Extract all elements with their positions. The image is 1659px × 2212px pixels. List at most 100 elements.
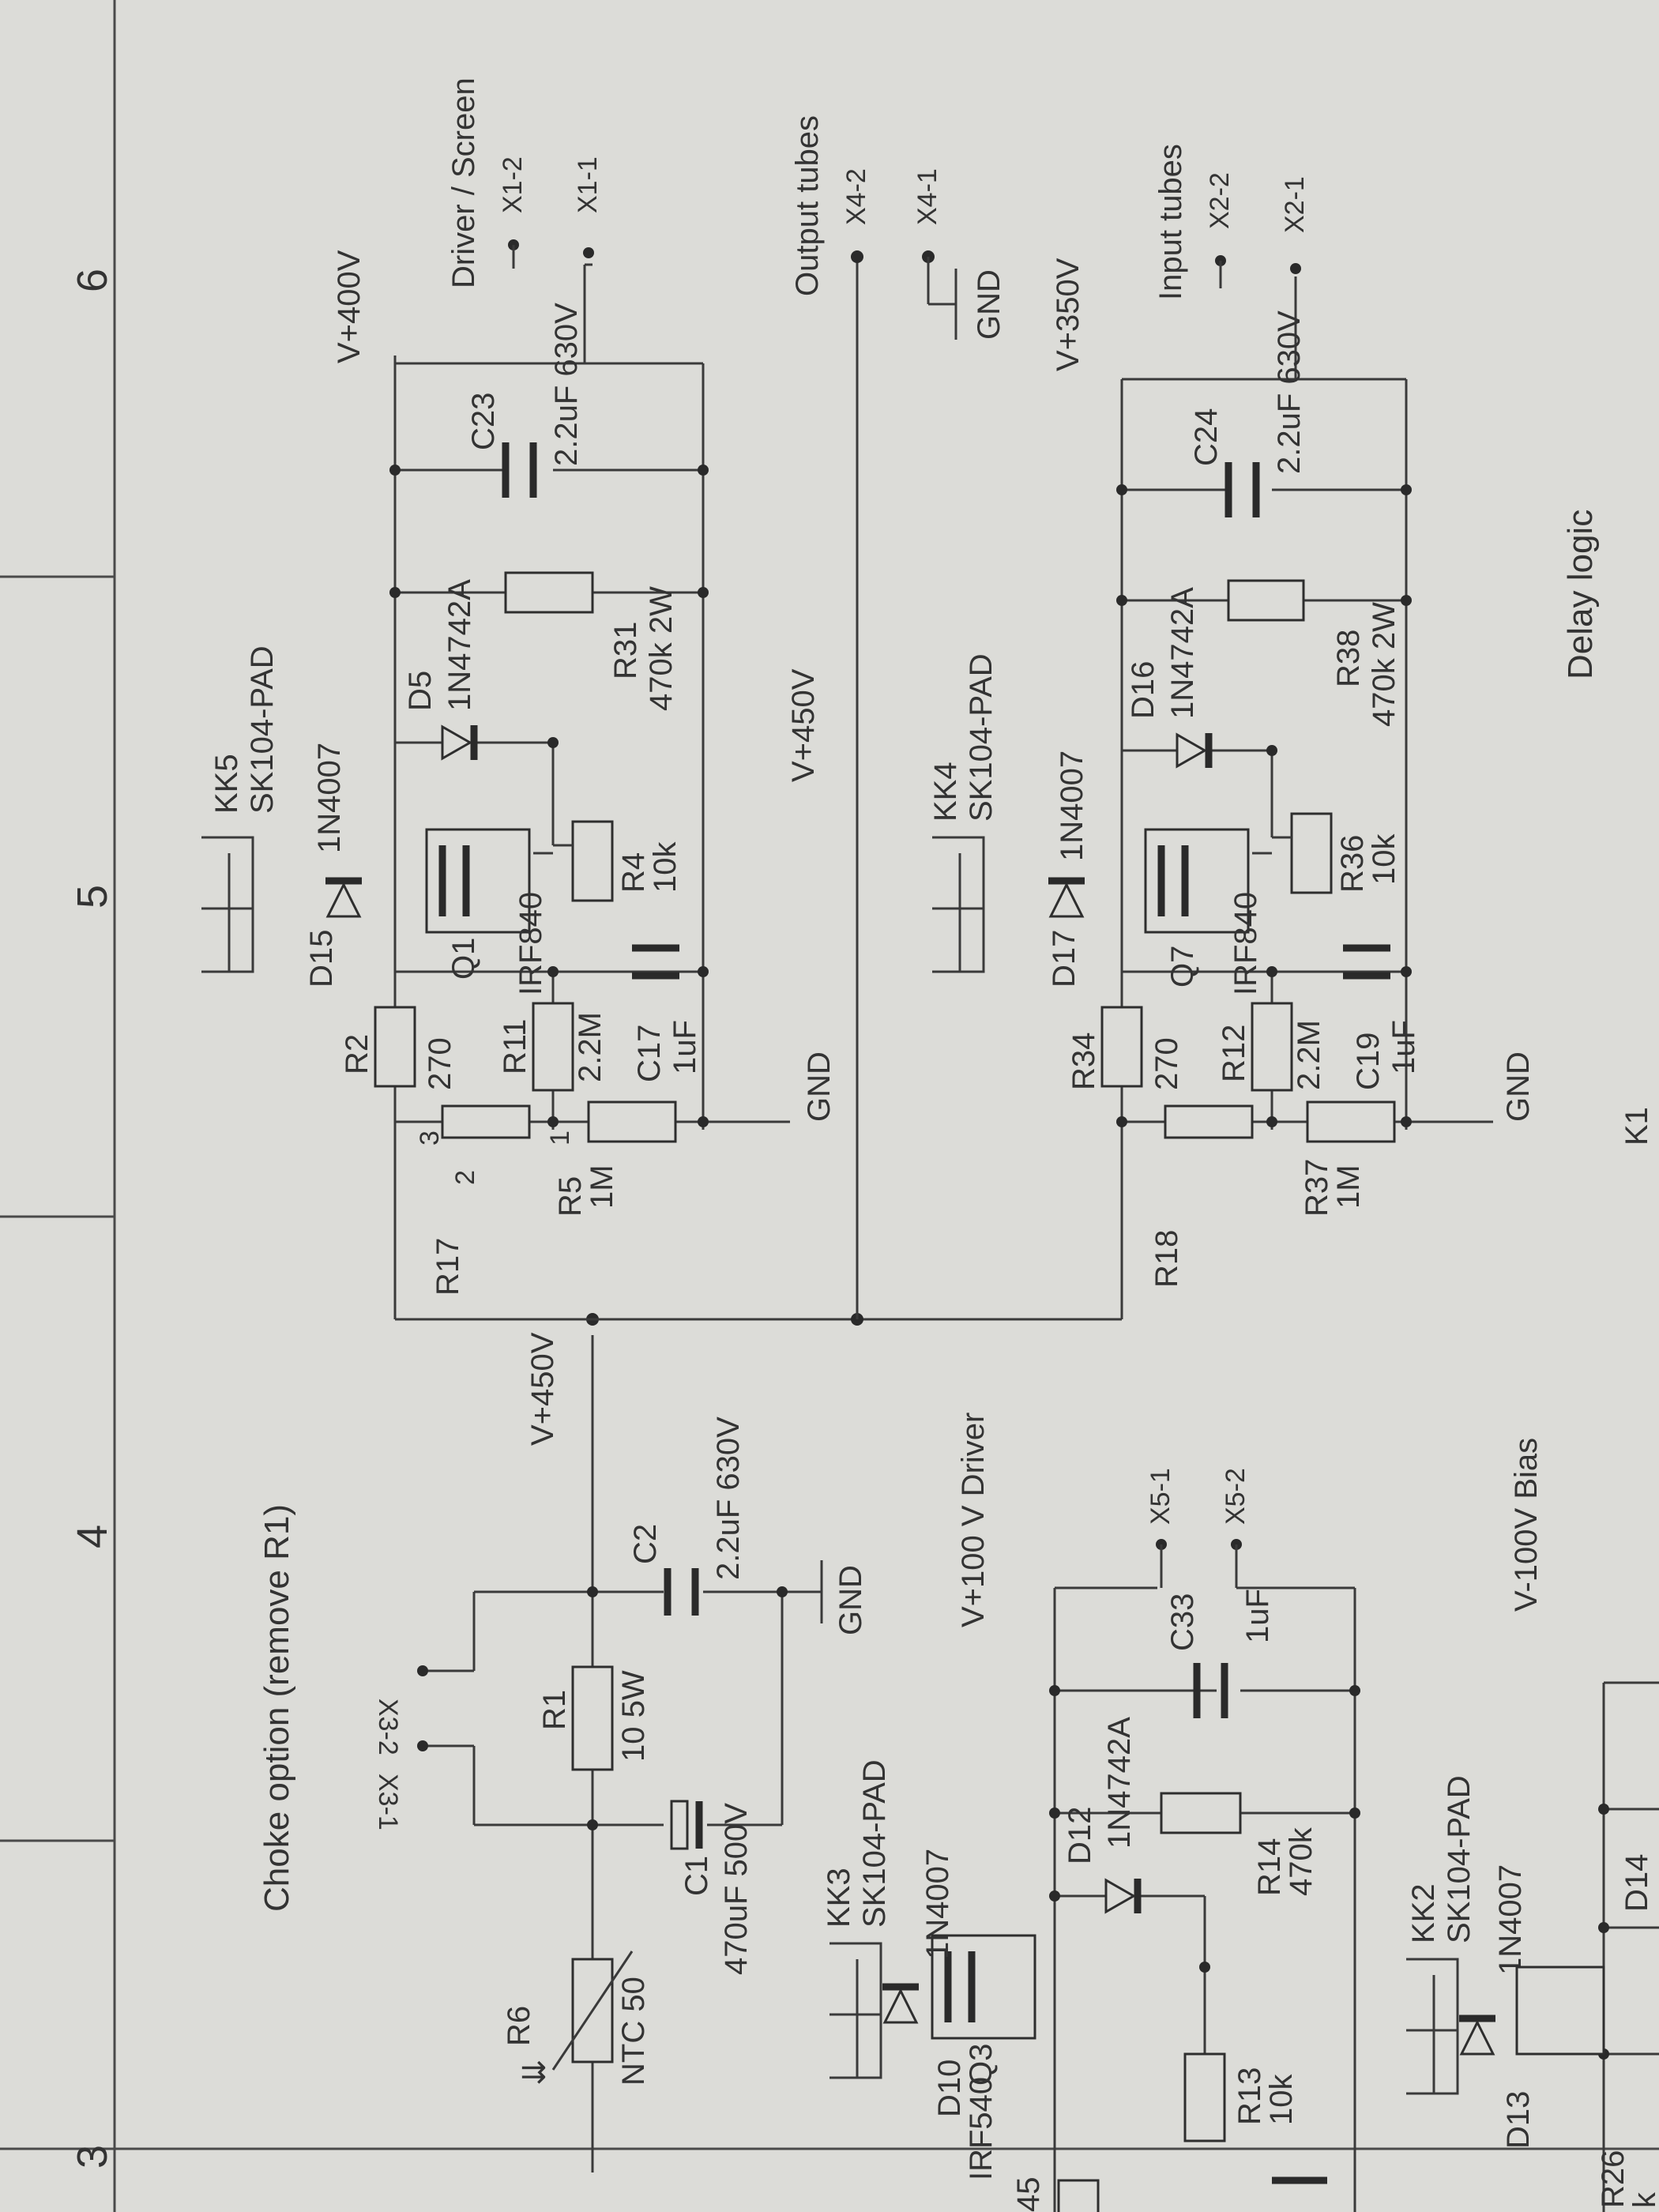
r11-ref: R11 [498,1019,532,1074]
kk4-value: SK104-PAD [964,653,999,822]
gnd-label-r5: GND [802,1051,837,1122]
column-number-6: 6 [69,269,116,292]
kk3-value: SK104-PAD [857,1759,892,1928]
gnd-label-top: GND [833,1565,868,1635]
resistor-r11 [532,1002,574,1092]
connector-pin-x2-1 [1290,263,1301,274]
regulator-350-block [1120,276,1493,1185]
resistor-r1 [571,1665,614,1771]
c33-ref: C33 [1165,1593,1200,1651]
heatsink-kk2 [1406,1958,1459,2095]
r4-value: 10k [648,841,683,893]
r12-ref: R12 [1217,1025,1251,1082]
q1-ref: Q1 [446,938,481,980]
r5-ref: R5 [553,1176,588,1217]
rail-v450-mid: V+450V [786,668,821,782]
r36-value: 10k [1367,833,1401,885]
r4-ref: R4 [616,852,651,893]
resistor-r14 [1160,1792,1242,1834]
section-driver-screen: Driver / Screen [446,77,481,288]
r2-ref: R2 [340,1034,374,1074]
d5-value: 1N4742A [442,579,477,711]
connector-label-x1-1: X1-1 [573,156,603,213]
kk3-ref: KK3 [822,1868,856,1928]
resistor-r31 [504,571,594,614]
r26-ref: R26 [1596,2150,1631,2208]
r2-value: 270 [423,1037,457,1090]
d17-value: 1N4007 [1055,750,1089,861]
q3-value: IRF540 [964,2077,999,2180]
gnd-label-r37: GND [1501,1051,1536,1122]
zener-d5 [441,724,473,761]
rail-v400: V+400V [332,250,367,363]
connector-label-x1-2: X1-2 [498,156,528,213]
junction-dot [389,465,401,476]
kk5-ref: KK5 [209,754,244,814]
mosfet-q-bias [1515,1966,1605,2056]
junction-dot [698,1116,709,1127]
d16-value: 1N4742A [1165,587,1200,719]
d10-ref: D10 [932,2060,967,2117]
r36-ref: R36 [1335,835,1370,893]
connector-label-x5-1: X5-1 [1146,1468,1176,1525]
r1-ref: R1 [537,1690,572,1730]
r37-value: 1M [1331,1164,1366,1209]
d10-value: 1N4007 [920,1849,955,1959]
resistor-r37 [1306,1100,1396,1143]
junction-dot [1266,745,1277,756]
connector-label-x5-2: X5-2 [1221,1468,1251,1525]
connector-pin-x1-1 [583,247,594,258]
gnd-label-x4: GND [972,269,1006,340]
diode-d17 [1048,882,1085,918]
pot-pin-3: 3 [415,1130,445,1146]
connector-label-x2-1: X2-1 [1280,176,1310,233]
r1-value: 10 5W [616,1670,651,1762]
section-v100-driver: V+100 V Driver [956,1413,991,1627]
junction-dot [547,1116,559,1127]
r18-ref: R18 [1149,1230,1184,1288]
diode-d10 [882,1988,919,2024]
q7-ref: Q7 [1165,946,1200,988]
r13-value: 10k [1264,2074,1299,2125]
column-number-3: 3 [69,2145,116,2169]
kk2-value: SK104-PAD [1442,1775,1477,1943]
d12-ref: D12 [1063,1807,1097,1864]
r5-value: 1M [585,1164,619,1209]
junction-dot [777,1586,788,1597]
r12-value: 2.2M [1292,1020,1326,1090]
d16-ref: D16 [1126,661,1161,719]
connector-label-x4-1: X4-1 [912,168,942,225]
d13-value: 1N4007 [1493,1864,1528,1975]
resistor-r12 [1251,1002,1293,1092]
d15-ref: D15 [304,930,339,988]
junction-dot [1049,1808,1060,1819]
junction-dot [1049,1890,1060,1902]
c23-value: 2.2uF 630V [549,303,584,466]
junction-dot [547,966,559,977]
resistor-partial [1057,2179,1100,2212]
potentiometer-r18 [1164,1104,1254,1139]
resistor-r38 [1227,579,1305,622]
resistor-r5 [587,1100,677,1143]
junction-dot [1349,1808,1360,1819]
connector-label-x3-2: X3-2 [373,1698,403,1755]
section-delay-logic: Delay logic [1561,510,1600,679]
bias-100-block [1602,1681,1659,2212]
junction-dot [1401,1116,1412,1127]
r31-ref: R31 [608,622,643,679]
section-input-tubes: Input tubes [1153,144,1188,300]
section-choke-option: Choke option (remove R1) [258,1504,296,1912]
q3-ref: Q3 [964,2044,999,2086]
c23-ref: C23 [466,393,501,450]
r38-ref: R38 [1331,630,1366,687]
d5-ref: D5 [403,671,438,711]
c1-value: 470uF 500V [719,1803,754,1975]
kk5-value: SK104-PAD [245,645,280,814]
c24-ref: C24 [1189,408,1224,466]
pot-pin-1: 1 [545,1130,575,1146]
c19-ref: C19 [1351,1033,1386,1090]
junction-dot [587,1586,598,1597]
diode-d15 [325,882,362,918]
junction-dot [1049,1685,1060,1696]
